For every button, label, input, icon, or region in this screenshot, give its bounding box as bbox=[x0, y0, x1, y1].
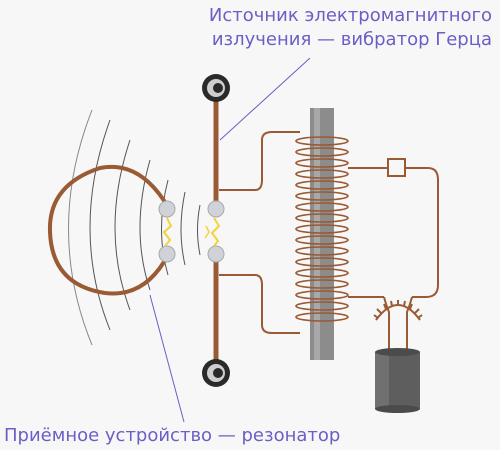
resonator bbox=[47, 164, 176, 296]
vibrator-wires bbox=[219, 131, 300, 334]
resonator-ball-bottom bbox=[158, 245, 176, 263]
vibrator-ball-bottom bbox=[207, 245, 225, 263]
resonator-loop bbox=[47, 164, 170, 296]
wave-arcs bbox=[68, 109, 201, 346]
hertz-vibrator bbox=[202, 74, 230, 387]
vibrator-ball-top bbox=[207, 200, 225, 218]
induction-coil-icon bbox=[295, 108, 349, 360]
source-leader-line bbox=[219, 57, 311, 141]
spark-icon bbox=[162, 217, 173, 247]
resonator-ball-top bbox=[158, 200, 176, 218]
filament-icon bbox=[373, 296, 423, 335]
source-label: Источник электромагнитного излучения — в… bbox=[209, 4, 492, 52]
source-label-line1: Источник электромагнитного bbox=[208, 5, 492, 26]
spark-icon bbox=[210, 217, 221, 247]
source-label-line2: излучения — вибратор Герца bbox=[211, 29, 492, 50]
battery-cell-icon bbox=[375, 335, 420, 413]
black-ring-terminal-icon bbox=[202, 359, 230, 387]
resonator-label: Приёмное устройство — резонатор bbox=[4, 425, 341, 446]
black-ring-terminal-icon bbox=[202, 74, 230, 102]
resonator-leader-line bbox=[149, 294, 185, 423]
switch-box-icon bbox=[387, 158, 406, 177]
primary-circuit bbox=[348, 167, 439, 298]
